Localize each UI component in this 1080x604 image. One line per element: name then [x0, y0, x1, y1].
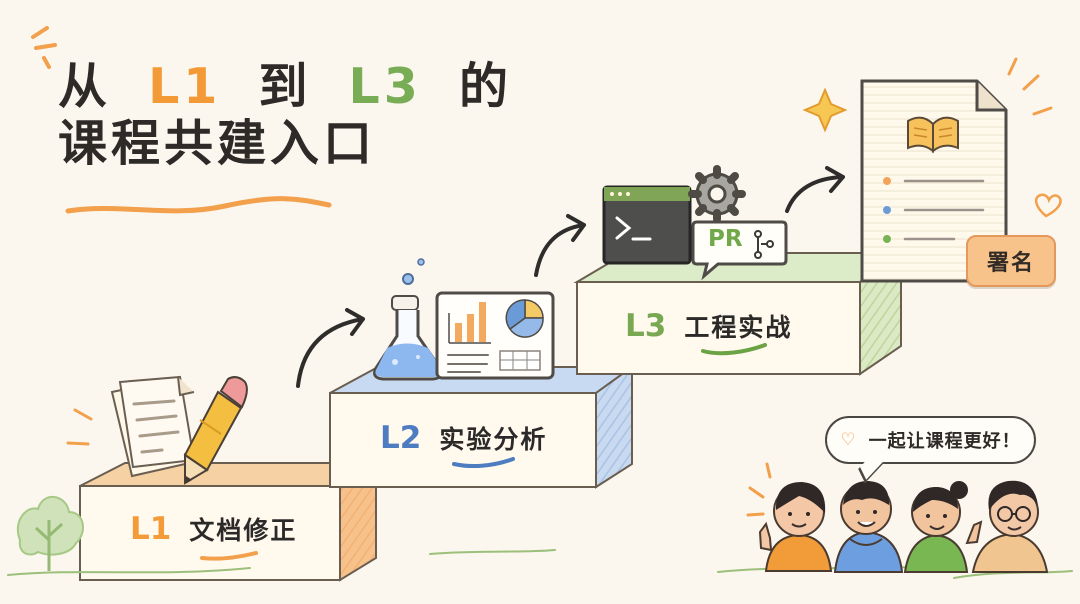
step-l2-block: [329, 365, 636, 489]
pencil-icon: [183, 376, 248, 485]
heart-icon: [1034, 193, 1062, 218]
step-label-l2: L2 实验分析: [380, 420, 547, 456]
speech-text: 一起让课程更好！: [868, 431, 1021, 452]
grass-decoration: [7, 549, 1073, 579]
step-code-l1: L1: [130, 511, 172, 547]
title-level-3: L3: [348, 58, 422, 115]
star-icon: [802, 87, 848, 133]
step-code-l2: L2: [380, 420, 422, 456]
signature-badge: 署名: [966, 235, 1056, 287]
branch-icon: [754, 230, 774, 259]
page-title: 从 L1 到 L3 的 课程共建入口: [58, 58, 508, 208]
step-name-l3: 工程实战: [684, 313, 793, 342]
title-prefix: 从: [58, 58, 112, 115]
paper-icon: [110, 375, 196, 478]
title-level-1: L1: [148, 58, 222, 115]
terminal-icon: [602, 185, 692, 265]
step-label-l3: L3 工程实战: [625, 308, 792, 344]
title-suffix: 的: [458, 58, 512, 115]
title-underline: [65, 196, 332, 214]
step-l3-block: [573, 251, 905, 376]
document-card: [860, 79, 1008, 283]
pull-request-label: PR: [708, 226, 743, 252]
avatar: [758, 482, 833, 572]
title-connector: 到: [258, 58, 312, 115]
step-code-l3: L3: [625, 308, 667, 344]
community-people: [758, 480, 1049, 573]
title-line-2: 课程共建入口: [58, 115, 377, 173]
step-name-l1: 文档修正: [189, 516, 298, 545]
flask-icon: [373, 258, 443, 381]
sun-rays-icon: [1007, 57, 1053, 116]
tree-icon: [17, 496, 85, 571]
book-icon: [907, 116, 959, 154]
gear-icon: [688, 165, 746, 223]
avatar: [971, 480, 1049, 573]
spark-lines-icon: [66, 408, 772, 517]
arrow-icon-l2-l3: [534, 214, 586, 277]
avatar: [903, 481, 983, 573]
sparkle-icon: [31, 26, 57, 69]
step-label-l1: L1 文档修正: [130, 511, 297, 547]
pull-request-icon: [691, 220, 788, 281]
title-line-1: 从 L1 到 L3 的: [58, 58, 508, 115]
chart-icon: [435, 291, 555, 380]
step-name-l2: 实验分析: [439, 425, 548, 454]
arrow-icon-l1-l2: [296, 308, 365, 388]
speech-bubble: ♡ 一起让课程更好！: [825, 416, 1036, 464]
avatar: [833, 481, 904, 573]
arrow-icon-l3-doc: [785, 166, 845, 213]
heart-icon: ♡: [840, 430, 857, 450]
